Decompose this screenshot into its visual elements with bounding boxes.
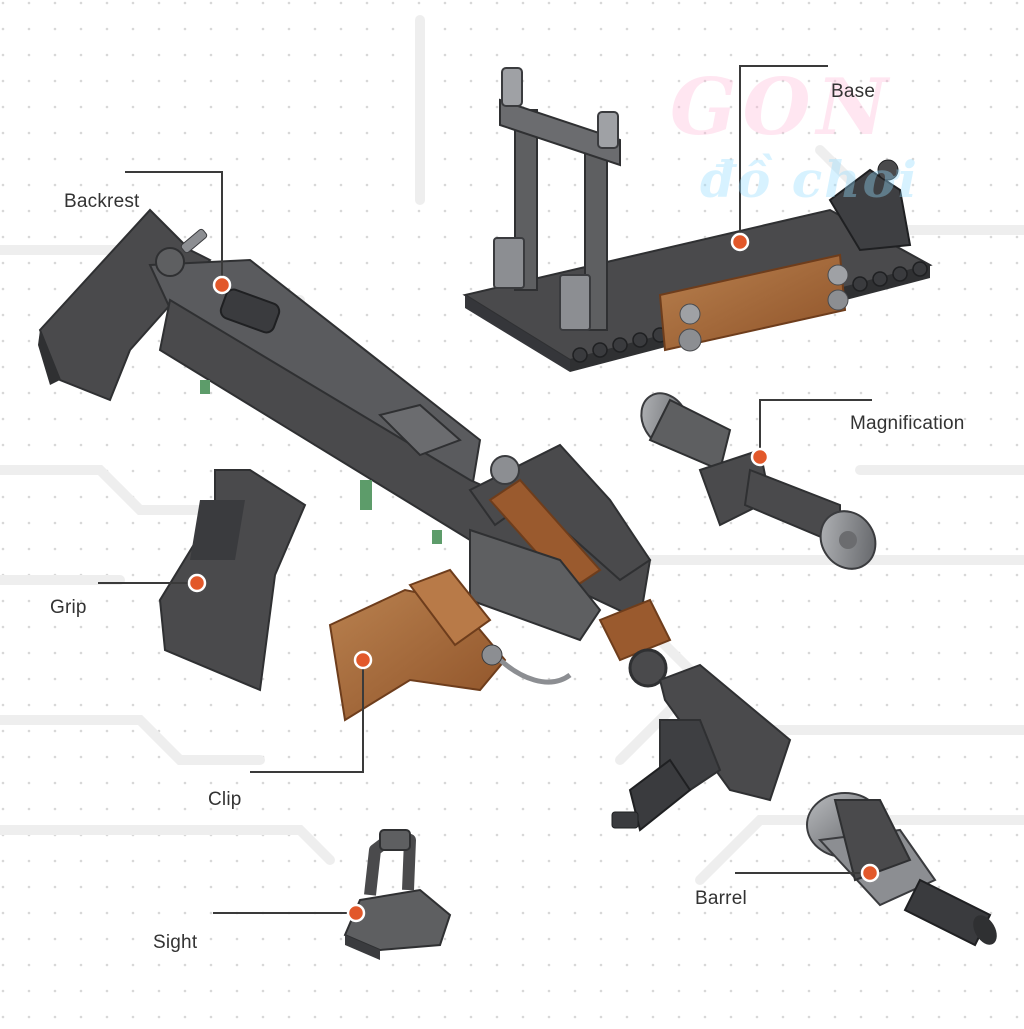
label-grip: Grip <box>50 597 87 618</box>
callout-dot-clip <box>353 650 373 670</box>
callout-dots <box>187 232 880 923</box>
main-model-body <box>38 208 792 832</box>
label-magnification: Magnification <box>850 413 965 434</box>
label-sight: Sight <box>153 932 198 953</box>
callout-dot-sight <box>346 903 366 923</box>
label-barrel: Barrel <box>695 888 747 909</box>
label-base: Base <box>831 81 876 102</box>
callout-dot-barrel <box>860 863 880 883</box>
label-clip: Clip <box>208 789 242 810</box>
label-backrest: Backrest <box>64 191 140 212</box>
callout-dot-magnification <box>750 447 770 467</box>
callout-dot-backrest <box>212 275 232 295</box>
callout-dot-grip <box>187 573 207 593</box>
callout-dot-base <box>730 232 750 252</box>
sight-part <box>343 829 452 960</box>
barrel-part <box>806 792 997 947</box>
base-stand <box>462 67 933 372</box>
callout-lines <box>98 65 872 914</box>
magnification-part <box>640 392 877 570</box>
